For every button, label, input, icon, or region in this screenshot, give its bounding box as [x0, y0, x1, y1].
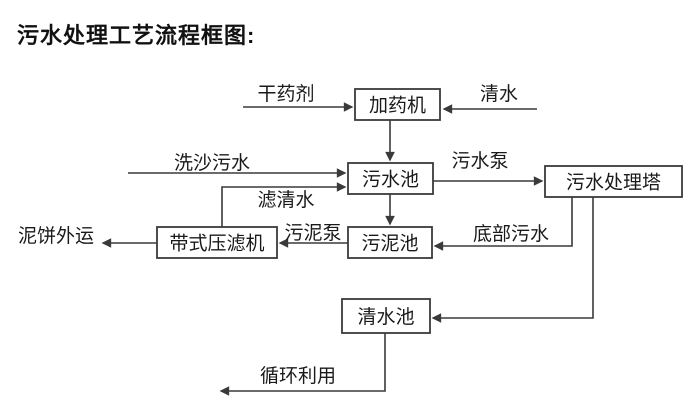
flow-edges [101, 102, 594, 396]
sewage-pool-box [347, 162, 434, 195]
sewage-treatment-tower-label: 污水处理塔 [566, 172, 661, 194]
dosing-machine-label: 加药机 [369, 95, 426, 117]
dosing-machine-box [354, 88, 441, 121]
sludge-pool-label: 污泥池 [361, 233, 418, 255]
sludge-pool-box [347, 226, 433, 259]
clean-water-pool-label: 清水池 [357, 306, 414, 328]
filtered-water-label: 滤清水 [257, 189, 314, 211]
sludge-pump-label: 污泥泵 [284, 222, 341, 244]
tower-to-clean-arrow [431, 197, 594, 323]
dry-agent-label: 干药剂 [257, 83, 314, 105]
sewage-pool-label: 污水池 [362, 169, 419, 191]
clean-water-pool-box [341, 298, 431, 334]
recycle-arrow [219, 333, 386, 396]
page-title: 污水处理工艺流程框图: [17, 23, 256, 48]
recycle-label: 循环利用 [260, 365, 336, 387]
mud-cake-label: 泥饼外运 [18, 225, 94, 247]
filtered-water-arrow [221, 182, 347, 227]
sand-washing-label: 洗沙污水 [174, 152, 250, 174]
sewage-treatment-tower-box [544, 165, 683, 198]
belt-filter-press-box [156, 226, 278, 259]
bottom-sewage-arrow [433, 197, 573, 251]
sewage-pump-label: 污水泵 [451, 150, 508, 172]
bottom-sewage-label: 底部污水 [473, 223, 549, 245]
clean-water-label: 清水 [480, 83, 518, 105]
belt-filter-press-label: 带式压滤机 [169, 233, 264, 255]
